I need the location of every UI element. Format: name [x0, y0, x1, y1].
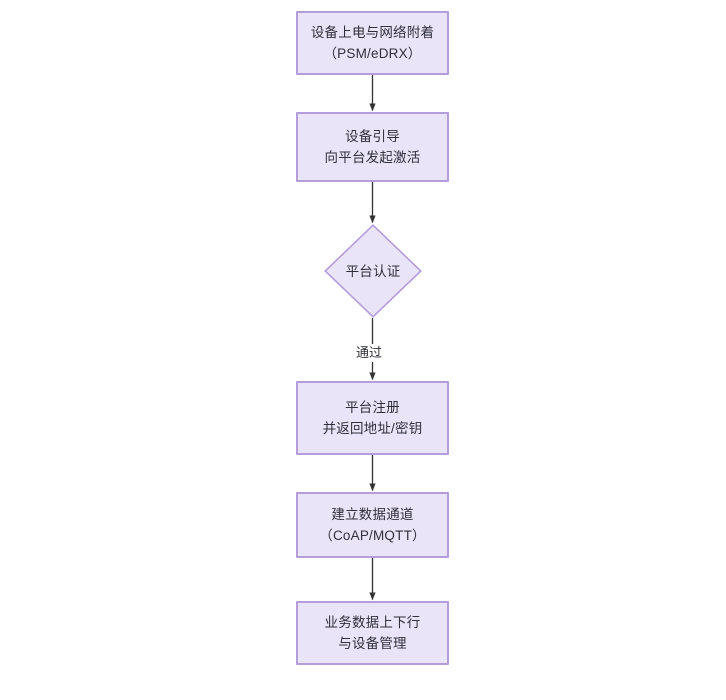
node-register[interactable]: 平台注册 并返回地址/密钥	[296, 381, 449, 455]
node-register-label: 平台注册 并返回地址/密钥	[322, 400, 423, 436]
node-channel-label: 建立数据通道 （CoAP/MQTT）	[319, 507, 426, 543]
node-business-label: 业务数据上下行 与设备管理	[324, 615, 421, 651]
node-bootstrap-label: 设备引导 向平台发起激活	[324, 129, 421, 165]
node-channel[interactable]: 建立数据通道 （CoAP/MQTT）	[296, 492, 449, 558]
edge-label-pass: 通过	[353, 344, 386, 362]
node-bootstrap[interactable]: 设备引导 向平台发起激活	[296, 112, 449, 182]
node-auth[interactable]: 平台认证	[324, 224, 422, 318]
node-auth-label: 平台认证	[345, 263, 401, 279]
node-business[interactable]: 业务数据上下行 与设备管理	[296, 601, 449, 665]
diamond-shape-icon	[324, 224, 422, 318]
node-power-on[interactable]: 设备上电与网络附着 （PSM/eDRX）	[296, 11, 449, 75]
node-power-on-label: 设备上电与网络附着 （PSM/eDRX）	[310, 25, 435, 61]
